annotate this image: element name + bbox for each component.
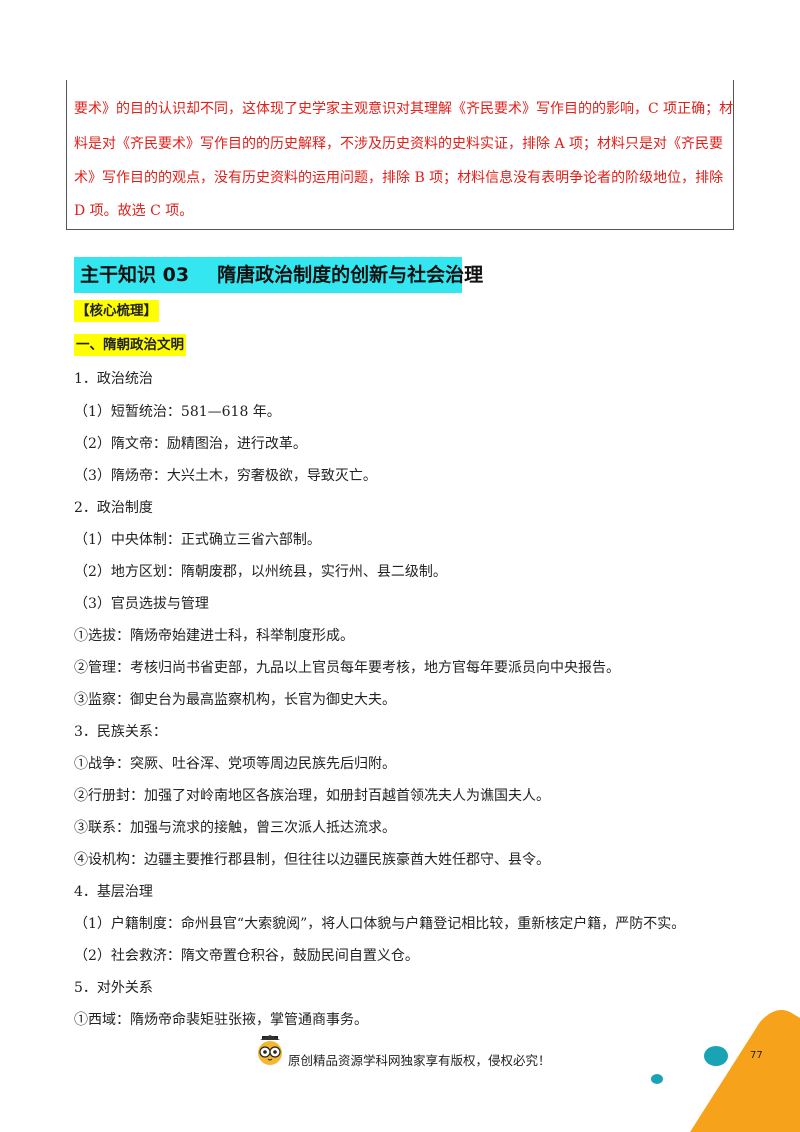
content-line: ②管理：考核归尚书省吏部，九品以上官员每年要考核，地方官每年要派员向中央报告。 — [74, 660, 620, 676]
section-title: 主干知识 03 隋唐政治制度的创新与社会治理 — [74, 257, 483, 293]
content-line: ①战争：突厥、吐谷浑、党项等周边民族先后归附。 — [74, 756, 396, 772]
content-line: 2．政治制度 — [74, 500, 153, 516]
orange-wedge-shape — [690, 1010, 800, 1132]
core-summary-tag: 【核心梳理】 — [74, 300, 159, 322]
answer-line: D 项。故选 C 项。 — [74, 203, 194, 219]
content-line: 3．民族关系： — [74, 724, 167, 740]
sub-heading: 一、隋朝政治文明 — [74, 334, 186, 356]
content-line: ①选拔：隋炀帝始建进士科，科举制度形成。 — [74, 628, 354, 644]
content-line: （2）隋文帝：励精图治，进行改革。 — [74, 436, 307, 452]
teal-dot-large — [704, 1046, 728, 1066]
page-number: 77 — [750, 1050, 763, 1061]
content-line: ②行册封：加强了对岭南地区各族治理，如册封百越首领冼夫人为谯国夫人。 — [74, 788, 550, 804]
answer-explanation-box — [66, 80, 734, 230]
content-line: ③监察：御史台为最高监察机构，长官为御史大夫。 — [74, 692, 396, 708]
content-line: （1）户籍制度：命州县官“大索貌阅”，将人口体貌与户籍登记相比较，重新核定户籍，… — [74, 916, 686, 932]
content-line: 4．基层治理 — [74, 884, 153, 900]
content-line: （2）社会救济：隋文帝置仓积谷，鼓励民间自置义仓。 — [74, 948, 419, 964]
content-line: （2）地方区划：隋朝废郡，以州统县，实行州、县二级制。 — [74, 564, 447, 580]
section-title-text: 隋唐政治制度的创新与社会治理 — [217, 264, 484, 286]
copyright-notice: 原创精品资源学科网独家享有版权，侵权必究！ — [288, 1053, 551, 1068]
content-line: ④设机构：边疆主要推行郡县制，但往往以边疆民族豪酋大姓任郡守、县令。 — [74, 852, 550, 868]
section-number: 主干知识 03 — [80, 264, 190, 286]
content-line: 5．对外关系 — [74, 980, 153, 996]
content-line: （3）官员选拔与管理 — [74, 596, 209, 612]
footer-decoration — [651, 1010, 800, 1132]
answer-line: 术》写作目的的观点，没有历史资料的运用问题，排除 B 项；材料信息没有表明争论者… — [74, 170, 724, 186]
owl-mascot-icon — [258, 1035, 282, 1065]
answer-line: 要术》的目的认识却不同，这体现了史学家主观意识对其理解《齐民要术》写作目的的影响… — [74, 101, 734, 117]
content-line: （1）中央体制：正式确立三省六部制。 — [74, 532, 321, 548]
answer-line: 料是对《齐民要术》写作目的的历史解释，不涉及历史资料的史料实证，排除 A 项；材… — [74, 136, 724, 152]
teal-dot-small — [651, 1074, 663, 1084]
content-line: 1．政治统治 — [74, 371, 153, 387]
content-line: ①西域：隋炀帝命裴矩驻张掖，掌管通商事务。 — [74, 1012, 368, 1028]
content-line: ③联系：加强与流求的接触，曾三次派人抵达流求。 — [74, 820, 396, 836]
content-line: （1）短暂统治：581—618 年。 — [74, 404, 281, 420]
content-line: （3）隋炀帝：大兴土木，穷奢极欲，导致灭亡。 — [74, 468, 377, 484]
